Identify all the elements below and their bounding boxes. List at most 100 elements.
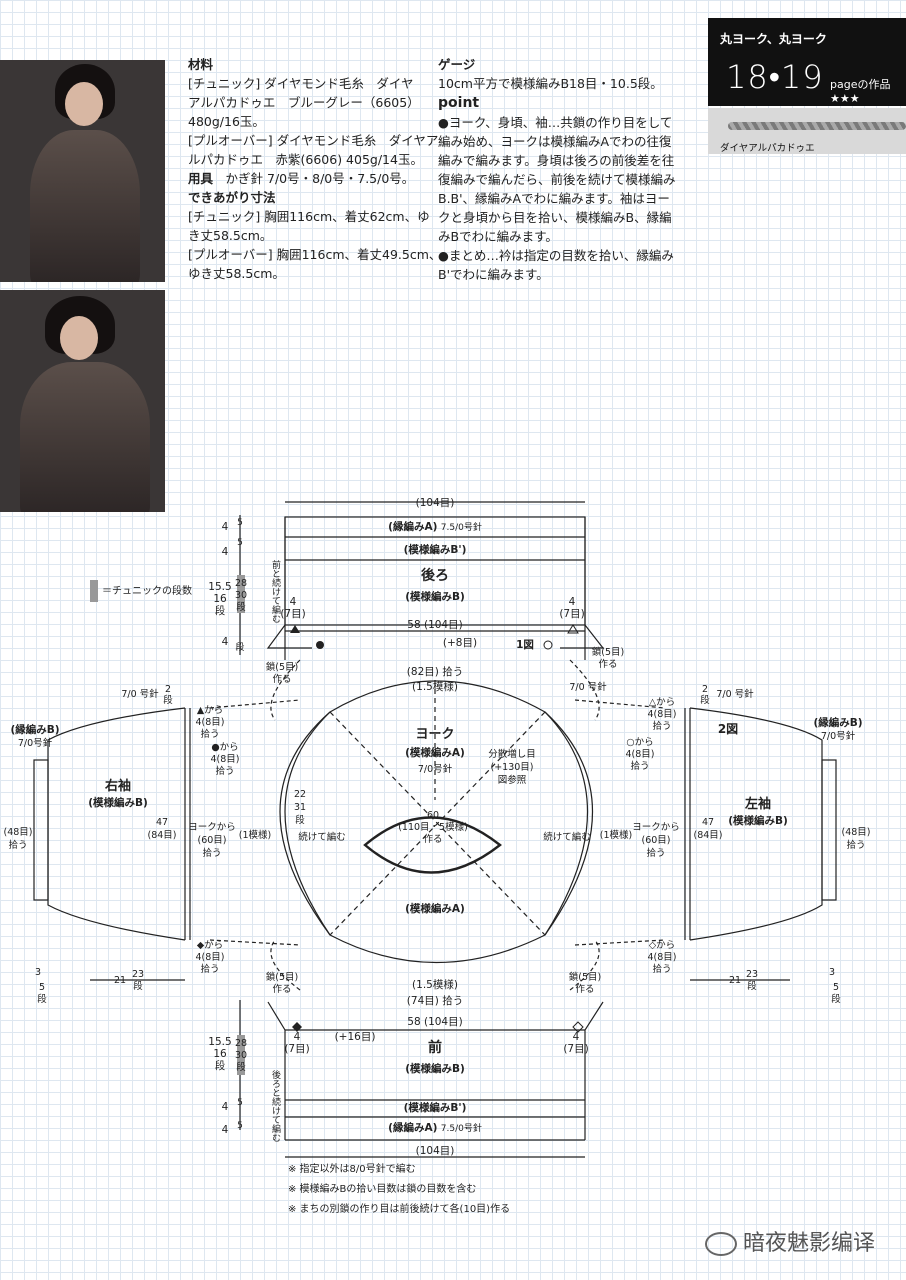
svg-text:3: 3 — [829, 967, 835, 978]
svg-text:鎖(5目): 鎖(5目) — [569, 971, 601, 983]
materials-block: 材料 [チュニック] ダイヤモンド毛糸 ダイヤ アルパカドゥエ ブルーグレー（6… — [188, 55, 441, 283]
svg-text:(110目・5模様): (110目・5模様) — [398, 821, 468, 833]
svg-text:(104目): (104目) — [416, 1145, 455, 1157]
svg-text:(1.5模様): (1.5模様) — [412, 680, 458, 693]
size-line: [チュニック] 胸囲116cm、着丈62cm、ゆ — [188, 209, 430, 224]
svg-text:◇から: ◇から — [649, 940, 675, 951]
materials-line: アルパカドゥエ ブルーグレー（6605） — [188, 95, 420, 110]
svg-text:5: 5 — [237, 538, 243, 548]
svg-text:▲から: ▲から — [197, 705, 223, 716]
svg-text:拾う: 拾う — [200, 728, 219, 740]
svg-text:(模様編みB): (模様編みB) — [88, 796, 148, 809]
svg-text:7/0号針: 7/0号針 — [418, 763, 453, 775]
svg-text:4: 4 — [290, 596, 297, 608]
svg-text:段: 段 — [235, 641, 244, 653]
page-suffix: pageの作品 ★★★ — [830, 78, 891, 105]
svg-text:(縁編みB): (縁編みB) — [813, 716, 862, 729]
yoke-title: ヨーク — [415, 727, 454, 742]
svg-text:ヨークから: ヨークから — [188, 822, 236, 833]
svg-text:段: 段 — [700, 694, 710, 706]
svg-text:16: 16 — [213, 1048, 227, 1060]
svg-text:4(8目): 4(8目) — [195, 952, 224, 963]
header-title: 丸ヨーク、丸ヨーク — [720, 32, 827, 46]
svg-text:47: 47 — [156, 817, 168, 828]
front-continue-note: 後ろと続けて編む — [270, 1069, 281, 1142]
svg-text:3: 3 — [35, 967, 41, 978]
svg-text:(1.5模様): (1.5模様) — [412, 978, 458, 991]
point-line: ●ヨーク、身頃、袖…共鎖の作り目をして — [438, 115, 673, 130]
yarn-image — [728, 122, 906, 130]
legend-text: ＝チュニックの段数 — [102, 586, 192, 597]
svg-text:7/0 号針: 7/0 号針 — [569, 681, 607, 693]
svg-text:30: 30 — [235, 1050, 247, 1061]
svg-text:28: 28 — [235, 578, 247, 589]
svg-text:7/0 号針: 7/0 号針 — [121, 688, 159, 700]
svg-text:(縁編みA) 7.5/0号針: (縁編みA) 7.5/0号針 — [388, 520, 482, 533]
svg-text:(縁編みA) 7.5/0号針: (縁編みA) 7.5/0号針 — [388, 1121, 482, 1134]
back-open-circle-mark — [543, 640, 553, 650]
page-number: 18•19 — [726, 58, 824, 96]
gauge-text: 10cm平方で模様編みB18目・10.5段。 — [438, 76, 663, 91]
legend-swatch — [90, 580, 98, 602]
svg-text:(7目): (7目) — [280, 608, 305, 620]
svg-text:段: 段 — [747, 980, 757, 992]
svg-text:4: 4 — [222, 546, 229, 558]
svg-text:ヨークから: ヨークから — [632, 822, 680, 833]
svg-text:(48目): (48目) — [3, 827, 32, 838]
svg-text:(模様編みA): (模様編みA) — [405, 746, 465, 759]
back-triangle-mark — [290, 625, 300, 633]
svg-text:(7目): (7目) — [559, 608, 584, 620]
svg-text:鎖(5目): 鎖(5目) — [592, 646, 624, 658]
gauge-title: ゲージ — [438, 57, 476, 72]
point-line: 復編みで編んだら、前後を続けて模様編み — [438, 172, 676, 187]
note-line: ※ まちの別鎖の作り目は前後続けて各(10目)作る — [288, 1204, 511, 1215]
svg-text:(縁編みB): (縁編みB) — [10, 723, 59, 736]
svg-text:段: 段 — [236, 1061, 246, 1073]
svg-text:鎖(5目): 鎖(5目) — [266, 971, 298, 983]
svg-text:4: 4 — [222, 1101, 229, 1113]
svg-text:拾う: 拾う — [652, 963, 671, 975]
svg-text:(60目): (60目) — [641, 835, 670, 846]
watermark-text: 暗夜魅影编译 — [743, 1231, 876, 1256]
svg-text:23: 23 — [746, 969, 758, 980]
header-block: 丸ヨーク、丸ヨーク 18•19 pageの作品 ★★★ — [708, 18, 906, 106]
svg-text:4: 4 — [222, 1124, 229, 1136]
back-top-width: (104目) — [416, 497, 455, 509]
svg-text:拾う: 拾う — [630, 760, 649, 772]
svg-text:4: 4 — [222, 521, 229, 533]
svg-text:作る: 作る — [423, 833, 442, 845]
photo-pullover — [0, 290, 165, 512]
svg-text:4(8目): 4(8目) — [210, 754, 239, 765]
back-width: 58 (104目) — [407, 619, 462, 631]
back-pick-up: (82目) 拾う — [407, 665, 463, 678]
svg-text:続けて編む: 続けて編む — [298, 831, 346, 843]
neck-opening — [363, 816, 502, 874]
svg-text:拾う: 拾う — [652, 720, 671, 732]
materials-line: [チュニック] ダイヤモンド毛糸 ダイヤ — [188, 76, 414, 91]
svg-text:4(8目): 4(8目) — [647, 952, 676, 963]
materials-title: 材料 — [188, 57, 214, 72]
photo-tunic — [0, 60, 165, 282]
svg-text:作る: 作る — [272, 983, 291, 995]
svg-text:4(8目): 4(8目) — [647, 709, 676, 720]
front-diamond-mark — [292, 1022, 302, 1032]
svg-text:(7目): (7目) — [284, 1043, 309, 1055]
back-continue-note: 前と続けて編む — [270, 559, 281, 623]
svg-text:(模様編みA): (模様編みA) — [405, 902, 465, 915]
notes: ※ 指定以外は8/0号針で編む ※ 模様編みBの拾い目数は鎖の目数を含む ※ ま… — [288, 1160, 510, 1220]
svg-text:続けて編む: 続けて編む — [543, 831, 591, 843]
svg-text:(模様編みB): (模様編みB) — [405, 1062, 465, 1075]
back-pattern: (模様編みB) — [405, 590, 465, 603]
svg-text:4(8目): 4(8目) — [625, 749, 654, 760]
front-tunic-rows-swatch — [237, 1035, 245, 1075]
svg-text:図参照: 図参照 — [498, 774, 527, 786]
point-line: 編み始め、ヨークは模様編みAでわの往復 — [438, 134, 672, 149]
svg-text:段: 段 — [295, 814, 305, 826]
size-line: [プルオーバー] 胸囲116cm、着丈49.5cm、 — [188, 247, 442, 262]
svg-text:4: 4 — [294, 1031, 301, 1043]
svg-text:段: 段 — [236, 601, 246, 613]
svg-text:5: 5 — [39, 982, 45, 993]
svg-text:15.5: 15.5 — [208, 581, 231, 593]
svg-text:(7目): (7目) — [563, 1043, 588, 1055]
